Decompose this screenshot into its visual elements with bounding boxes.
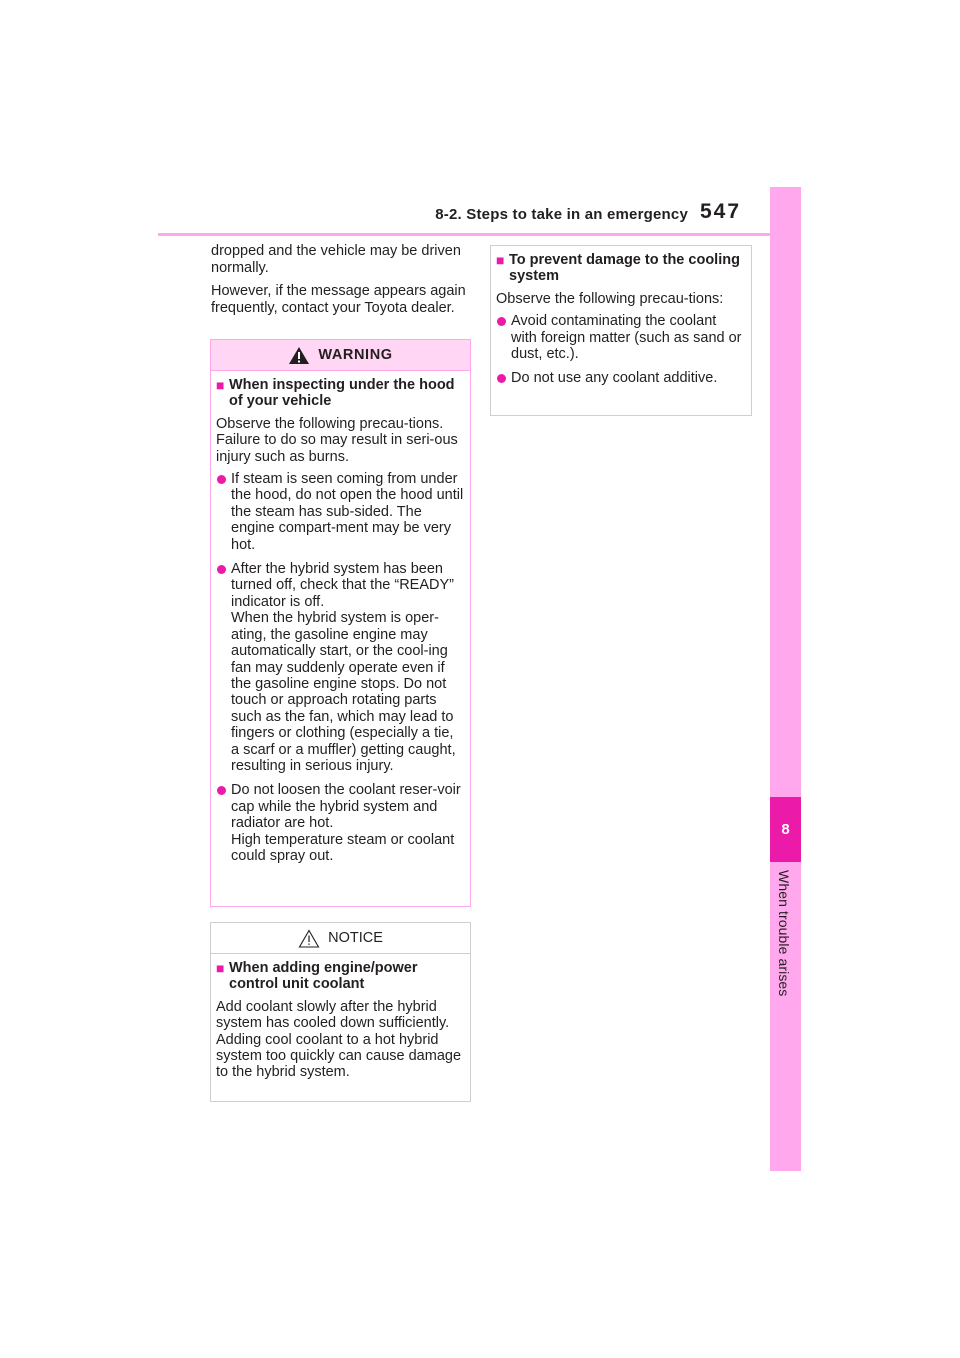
intro-paragraph: However, if the message appears again fr… [211,283,466,316]
notice-heading: ■ When adding engine/power control unit … [216,960,465,993]
side-tab-strip [770,187,801,1171]
list-item-text: Avoid contaminating the coolant with for… [511,313,742,363]
notice-body: Add coolant slowly after the hybrid syst… [216,998,462,1081]
notice-label: NOTICE [328,930,383,946]
square-icon: ■ [496,252,505,268]
prevent-lead: Observe the following precau-tions: [496,290,724,307]
bullet-dot-icon [497,317,506,327]
list-item-text: After the hybrid system has been turned … [231,561,465,774]
warning-label: WARNING [318,347,393,363]
page-number: 547 [700,200,742,223]
warning-heading-text: When inspecting under the hood of your v… [229,377,455,410]
warning-lead-line: Observe the following precau-tions. [216,415,444,432]
chapter-number-tab[interactable]: 8 [770,797,801,862]
bullet-dot-icon [217,786,226,796]
list-item: Avoid contaminating the coolant with for… [496,313,746,362]
list-item-continuation: When the hybrid system is oper-ating, th… [231,610,456,774]
bullet-dot-icon [497,374,506,384]
notice-header: NOTICE [211,923,470,954]
list-item-continuation: High temperature steam or coolant could … [231,831,455,864]
prevent-damage-box: ■ To prevent damage to the cooling syste… [490,245,752,416]
list-item: If steam is seen coming from under the h… [216,471,465,553]
warning-lead: Observe the following precau-tions. Fail… [216,416,465,465]
list-item-text: Do not use any coolant additive. [511,370,718,387]
list-item-line: Do not loosen the coolant reser-voir cap… [231,782,461,832]
intro-text: dropped and the vehicle may be driven no… [211,243,469,323]
prevent-content: ■ To prevent damage to the cooling syste… [491,246,751,401]
bullet-dot-icon [217,565,226,575]
warning-lead-line: Failure to do so may result in seri-ous … [216,432,458,465]
header-rule [158,233,770,236]
list-item: Do not use any coolant additive. [496,370,746,386]
intro-paragraph: dropped and the vehicle may be driven no… [211,243,461,276]
list-item: Do not loosen the coolant reser-voir cap… [216,782,465,864]
notice-heading-text: When adding engine/power control unit co… [229,960,418,993]
list-item-line: After the hybrid system has been turned … [231,561,454,610]
chapter-label: When trouble arises [776,870,792,997]
warning-content: ■ When inspecting under the hood of your… [211,371,470,878]
prevent-heading-text: To prevent damage to the cooling system [509,252,740,285]
prevent-heading: ■ To prevent damage to the cooling syste… [496,252,746,285]
square-icon: ■ [216,377,225,393]
list-item: After the hybrid system has been turned … [216,561,465,774]
section-title: 8-2. Steps to take in an emergency [435,206,688,223]
warning-box: WARNING ■ When inspecting under the hood… [210,339,471,907]
notice-content: ■ When adding engine/power control unit … [211,954,470,1093]
notice-box: NOTICE ■ When adding engine/power contro… [210,922,471,1102]
warning-heading: ■ When inspecting under the hood of your… [216,377,465,410]
warning-triangle-icon [288,346,310,365]
bullet-dot-icon [217,475,226,485]
warning-header: WARNING [211,340,470,371]
square-icon: ■ [216,960,225,976]
list-item-text: Do not loosen the coolant reser-voir cap… [231,782,465,864]
list-item-text: If steam is seen coming from under the h… [231,471,464,553]
notice-triangle-icon [298,928,320,948]
